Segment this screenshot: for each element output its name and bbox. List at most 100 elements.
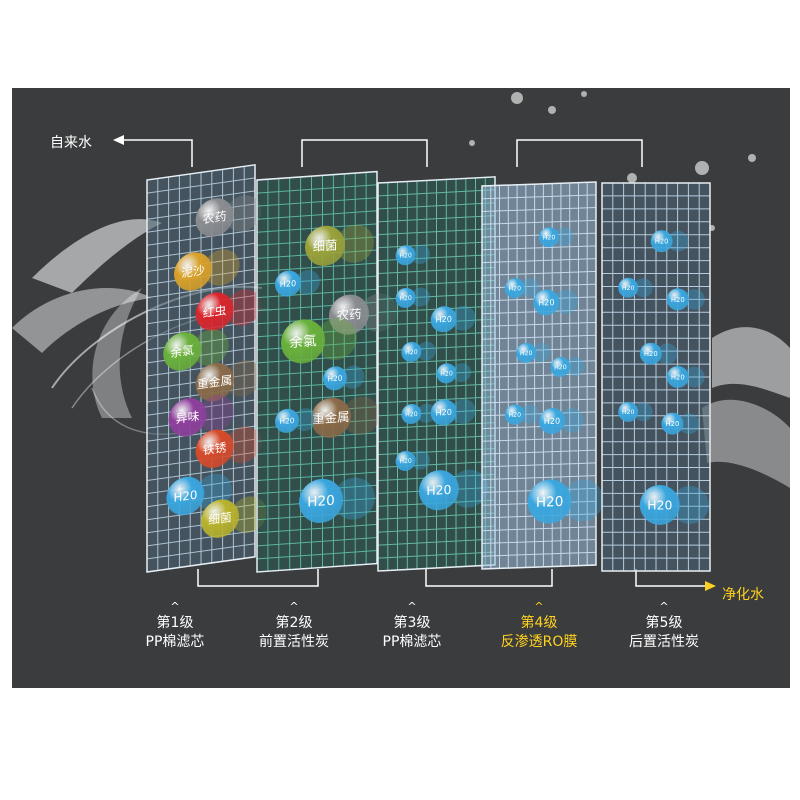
contaminant-bubble: H20 bbox=[430, 399, 476, 426]
stage-name: 反渗透RO膜 bbox=[500, 634, 578, 650]
bubble-circle bbox=[299, 478, 343, 523]
bubble-circle bbox=[163, 332, 202, 371]
contaminant-bubble: H20 bbox=[661, 412, 700, 435]
bubble-ghost bbox=[670, 486, 709, 524]
water-droplet bbox=[511, 92, 523, 104]
bubble-label: 农药 bbox=[337, 306, 362, 323]
bubble-ghost bbox=[198, 395, 235, 432]
bubble-label: 铁锈 bbox=[203, 440, 227, 457]
bubble-circle bbox=[666, 366, 689, 388]
bubble-circle bbox=[504, 404, 525, 425]
bubble-circle bbox=[195, 363, 234, 402]
bubble-label: 余氯 bbox=[170, 343, 194, 360]
bubble-circle bbox=[539, 408, 565, 435]
outlet-bracket bbox=[635, 569, 707, 587]
contaminant-bubble: 红虫 bbox=[195, 289, 262, 331]
water-droplet bbox=[581, 91, 587, 97]
water-splash-decoration bbox=[12, 91, 790, 488]
stage-level: 第3级 bbox=[393, 615, 431, 631]
bubble-circle bbox=[516, 342, 537, 363]
contaminant-bubble: 重金属 bbox=[311, 396, 380, 438]
filtration-diagram: 农药泥沙红虫余氯重金属异味铁锈H20细菌细菌H20农药余氯H20重金属H20H2… bbox=[12, 91, 790, 591]
bubble-circle bbox=[661, 412, 684, 435]
bubble-ghost bbox=[554, 227, 574, 247]
splash-shape-2 bbox=[12, 288, 152, 353]
bubble-label: 红虫 bbox=[203, 303, 227, 320]
bottom-bracket-3-4 bbox=[425, 569, 553, 587]
bubble-label: H20 bbox=[520, 350, 533, 357]
bubble-ghost bbox=[416, 403, 436, 423]
bubble-label: H20 bbox=[538, 297, 554, 308]
bubble-circle bbox=[430, 306, 457, 333]
bubble-circle bbox=[311, 397, 351, 438]
water-droplet bbox=[548, 106, 556, 114]
stage-label-5: ^ 第5级 后置活性炭 bbox=[609, 601, 719, 652]
bubble-circle bbox=[418, 470, 459, 511]
bubble-ghost bbox=[667, 230, 689, 252]
stage-name: PP棉滤芯 bbox=[145, 634, 205, 650]
bubble-label: 重金属 bbox=[312, 409, 349, 427]
bubble-circle bbox=[539, 227, 559, 248]
caret-up-icon: ^ bbox=[407, 600, 417, 613]
contaminant-bubble: H20 bbox=[639, 485, 709, 525]
bubble-label: 异味 bbox=[176, 409, 200, 426]
bubble-label: H20 bbox=[307, 493, 335, 511]
contaminant-bubble: H20 bbox=[639, 342, 678, 365]
bubble-ghost bbox=[520, 278, 540, 298]
water-droplet bbox=[748, 154, 756, 162]
bubble-circle bbox=[201, 499, 239, 538]
panel-frame bbox=[601, 182, 711, 572]
stage-label-3: ^ 第3级 PP棉滤芯 bbox=[357, 600, 467, 652]
bubble-ghost bbox=[225, 195, 262, 232]
bubble-label: H20 bbox=[436, 407, 452, 418]
contaminant-bubble: 农药 bbox=[195, 195, 262, 237]
bubble-circle bbox=[168, 398, 207, 437]
bubble-circle bbox=[195, 292, 234, 331]
contaminant-bubble: H20 bbox=[323, 365, 365, 391]
bubble-ghost bbox=[336, 224, 374, 263]
bubble-circle bbox=[305, 225, 345, 266]
stage-level: 第5级 bbox=[645, 615, 683, 631]
bubble-circle bbox=[504, 278, 525, 299]
bubble-ghost bbox=[450, 399, 476, 424]
bubble-ghost bbox=[295, 269, 320, 295]
bubble-circle bbox=[639, 485, 680, 525]
contaminant-bubble: H20 bbox=[275, 269, 320, 297]
bubble-circle bbox=[174, 252, 212, 291]
bottom-bracket-1-2 bbox=[197, 569, 319, 587]
bubble-label: H20 bbox=[399, 458, 412, 466]
contaminant-bubble: H20 bbox=[618, 277, 653, 298]
contaminant-bubble: H20 bbox=[527, 479, 604, 524]
splash-shape-1 bbox=[32, 219, 162, 293]
bubble-circle bbox=[275, 270, 301, 297]
bubble-circle bbox=[550, 357, 571, 378]
bubble-circle bbox=[401, 404, 422, 425]
contaminant-bubble: H20 bbox=[430, 305, 476, 333]
contaminant-bubble: H20 bbox=[418, 469, 488, 511]
bubble-ghost bbox=[449, 469, 488, 508]
filter-panels: 农药泥沙红虫余氯重金属异味铁锈H20细菌细菌H20农药余氯H20重金属H20H2… bbox=[146, 163, 711, 573]
bubble-ghost bbox=[341, 365, 365, 389]
panel-frame bbox=[481, 181, 597, 570]
bubble-label: 泥沙 bbox=[181, 263, 205, 280]
bubble-circle bbox=[275, 408, 299, 433]
bubble-label: H20 bbox=[399, 252, 412, 260]
contaminant-bubble: 余氯 bbox=[281, 318, 357, 364]
water-droplet bbox=[627, 173, 637, 183]
bubble-ghost bbox=[683, 366, 705, 388]
bubble-label: H20 bbox=[509, 285, 522, 292]
bubble-label: H20 bbox=[543, 234, 556, 241]
bubble-ghost bbox=[561, 479, 604, 522]
stage-label-4: ^ 第4级 反渗透RO膜 bbox=[484, 601, 594, 652]
flow-path bbox=[113, 135, 716, 591]
bubble-label: H20 bbox=[622, 409, 635, 416]
bubble-ghost bbox=[411, 450, 430, 470]
bubble-circle bbox=[395, 245, 416, 266]
bubble-circle bbox=[639, 342, 662, 365]
bubble-label: H20 bbox=[280, 416, 295, 426]
water-droplet bbox=[469, 140, 475, 146]
bubble-label: H20 bbox=[436, 314, 452, 325]
